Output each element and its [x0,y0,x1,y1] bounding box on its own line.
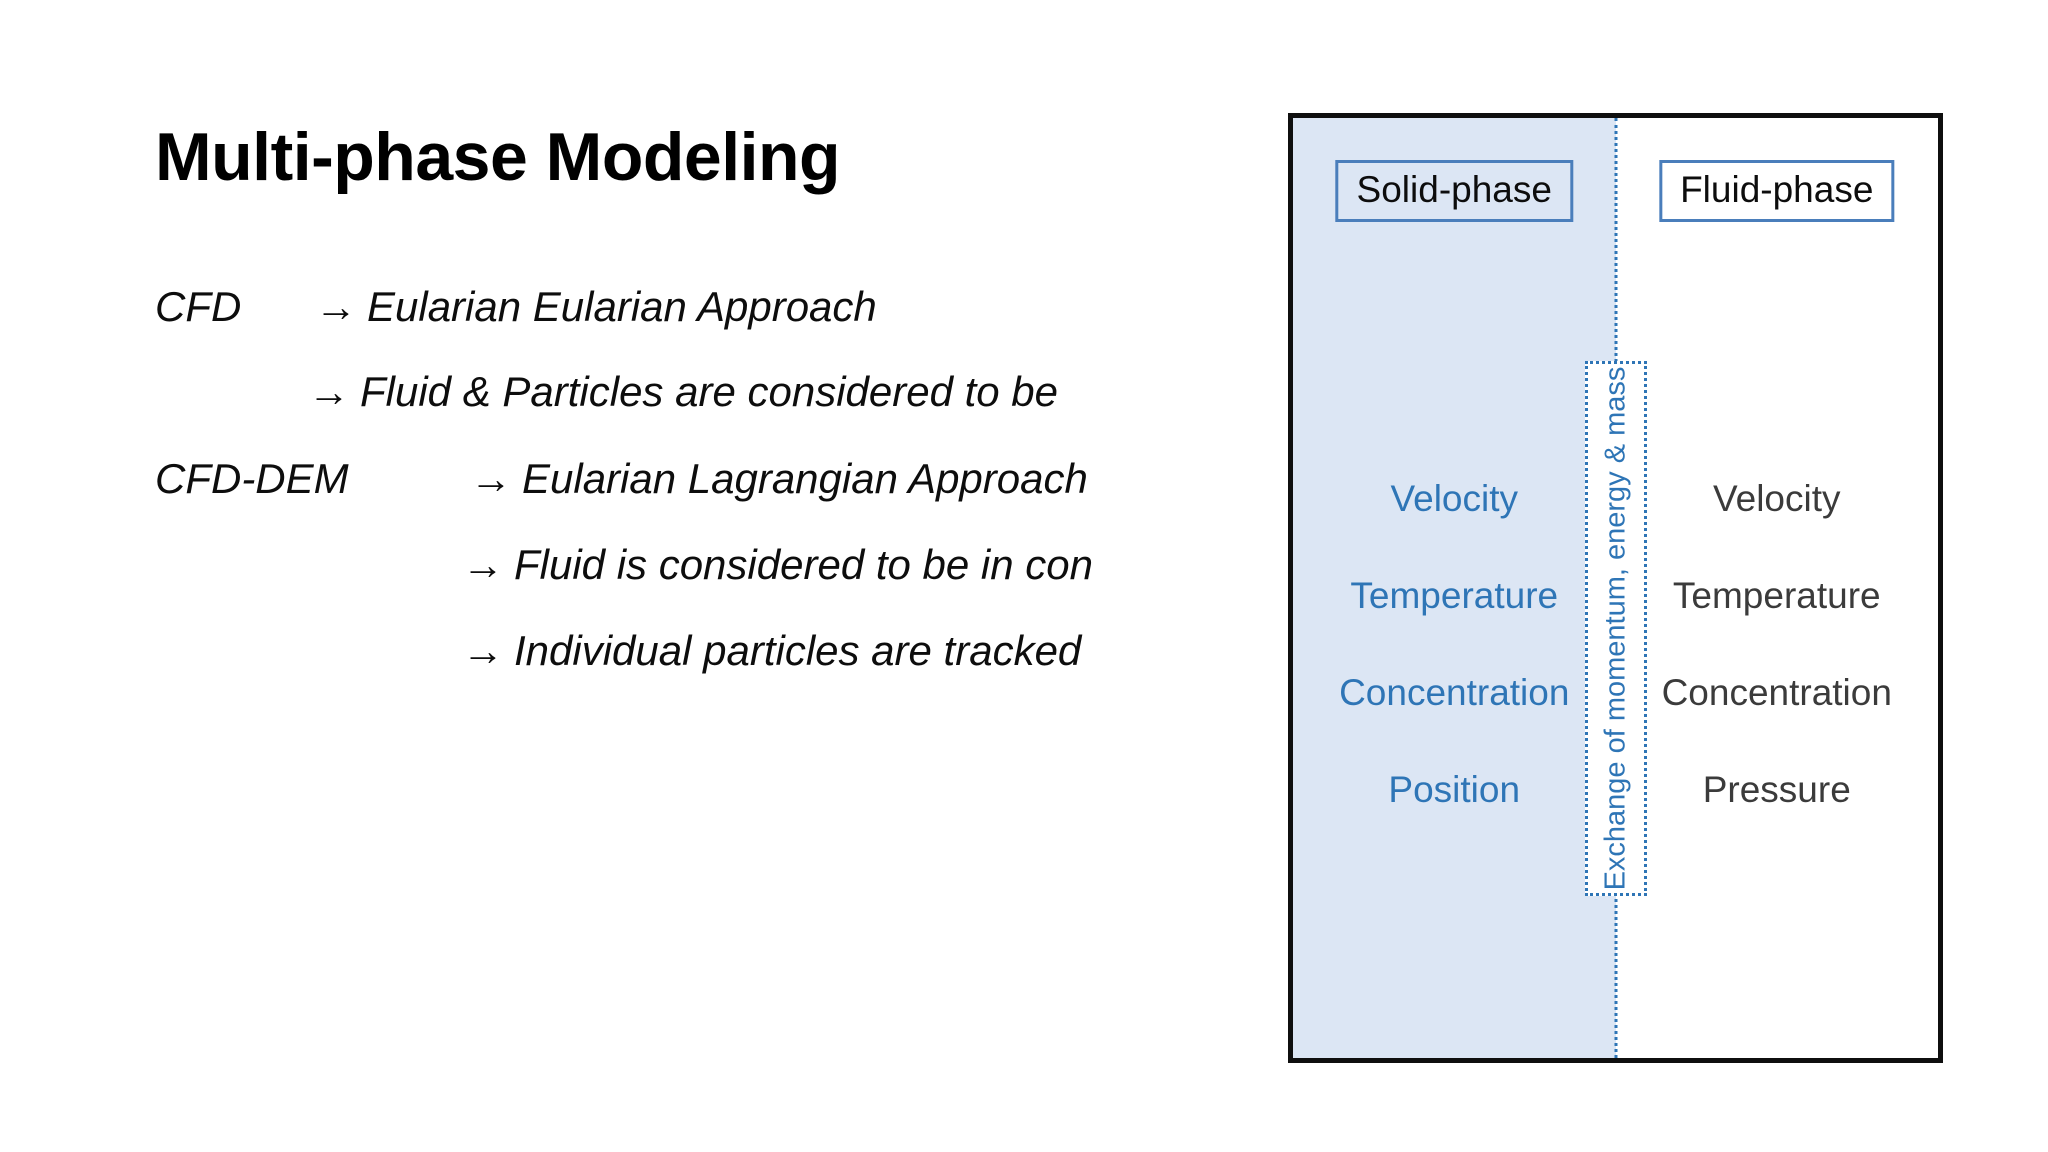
body-line-text: Eularian Lagrangian Approach [522,455,1088,502]
fluid-phase-header: Fluid-phase [1659,160,1895,223]
page-title: Multi-phase Modeling [155,119,841,195]
solid-phase-column: Solid-phase Velocity Temperature Concent… [1293,118,1616,1058]
body-line-cfd-dem-detail-2: →Individual particles are tracked [462,627,1081,675]
list-item: Position [1388,769,1521,810]
body-line-label: CFD-DEM [155,455,349,502]
list-item: Concentration [1339,672,1570,713]
list-item: Concentration [1661,672,1892,713]
body-line-text: Individual particles are tracked [514,627,1082,674]
slide-text-column: Multi-phase Modeling CFD→Eularian Eulari… [155,119,1093,675]
list-item: Temperature [1672,575,1881,616]
solid-phase-property-list: Velocity Temperature Concentration Posit… [1293,480,1616,808]
arrow-icon: → [462,541,504,588]
fluid-phase-column: Fluid-phase Velocity Temperature Concent… [1615,118,1939,1058]
arrow-icon: → [470,455,512,502]
multiphase-diagram: Solid-phase Velocity Temperature Concent… [1288,113,1943,1063]
body-line-text: Fluid & Particles are considered to be [360,368,1059,415]
exchange-callout-box: Exchange of momentum, energy & mass [1584,361,1647,896]
list-item: Temperature [1350,575,1559,616]
solid-phase-header: Solid-phase [1335,160,1573,223]
body-line-text: Eularian Eularian Approach [367,283,877,330]
diagram-columns: Solid-phase Velocity Temperature Concent… [1293,118,1938,1058]
body-line-cfd-dem-detail-1: →Fluid is considered to be in con [462,541,1093,589]
arrow-icon: → [315,283,357,330]
body-line-text: Fluid is considered to be in con [514,541,1093,588]
arrow-icon: → [462,627,504,674]
list-item: Pressure [1702,769,1851,810]
body-line-label: CFD [155,283,242,330]
exchange-label: Exchange of momentum, energy & mass [1599,366,1632,891]
list-item: Velocity [1390,478,1518,519]
body-line-cfd: CFD →Eularian Eularian Approach [155,283,877,331]
body-line-cfd-dem: CFD-DEM →Eularian Lagrangian Approach [155,455,1088,503]
body-line-cfd-detail: →Fluid & Particles are considered to be [308,368,1058,416]
fluid-phase-property-list: Velocity Temperature Concentration Press… [1616,480,1939,808]
arrow-icon: → [308,368,350,415]
list-item: Velocity [1712,478,1841,519]
